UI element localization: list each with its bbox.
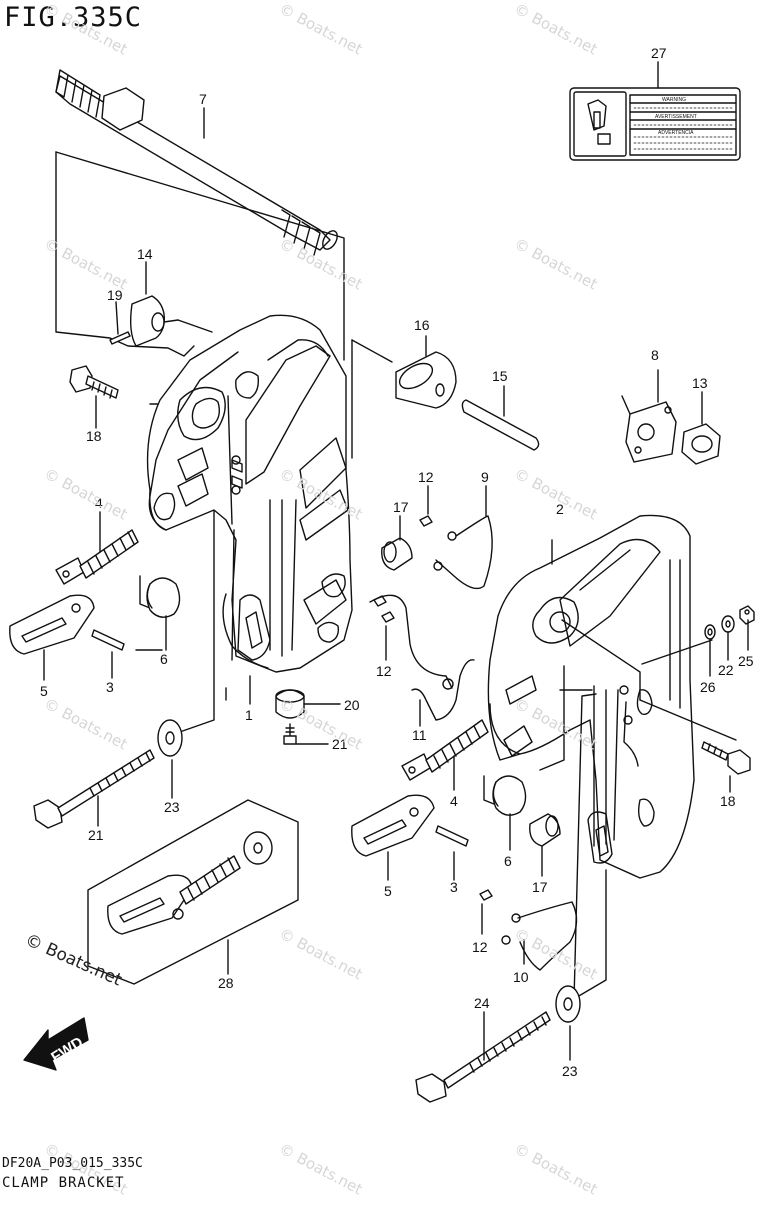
clamp-handle-5-left bbox=[9, 594, 125, 681]
bushing-16-pin-15 bbox=[395, 335, 540, 451]
figure-title: FIG.335C bbox=[4, 2, 143, 33]
rubber-20-bolt-21 bbox=[275, 689, 341, 745]
tilt-tube bbox=[55, 69, 338, 256]
callout-26: 26 bbox=[700, 679, 716, 695]
kit-28 bbox=[87, 799, 299, 985]
callout-20: 20 bbox=[344, 697, 360, 713]
screw-12-wire-9-collar-17 bbox=[369, 485, 493, 690]
callout-21-small: 21 bbox=[332, 736, 348, 752]
screw-12-wire-10 bbox=[479, 889, 578, 971]
callout-22: 22 bbox=[718, 662, 734, 678]
pad-6-left bbox=[146, 577, 181, 651]
callout-9: 9 bbox=[481, 469, 489, 485]
callout-8: 8 bbox=[651, 347, 659, 363]
plate-8-nut-13 bbox=[621, 369, 721, 465]
callout-12-mid: 12 bbox=[376, 663, 392, 679]
callout-2: 2 bbox=[556, 501, 564, 517]
callout-1: 1 bbox=[245, 707, 253, 723]
callout-11: 11 bbox=[412, 727, 427, 743]
wire-11 bbox=[411, 659, 475, 727]
warning-label: WARNING AVERTISSEMENT ADVERTENCIA bbox=[569, 87, 741, 161]
warning-line-3: ADVERTENCIA bbox=[658, 130, 694, 136]
clamp-bracket-right bbox=[487, 514, 695, 879]
callout-10: 10 bbox=[513, 969, 529, 985]
callout-5-right: 5 bbox=[384, 883, 392, 899]
callout-12-top: 12 bbox=[418, 469, 434, 485]
callout-18-right: 18 bbox=[720, 793, 736, 809]
callout-6-right: 6 bbox=[504, 853, 512, 869]
figure-name: CLAMP BRACKET bbox=[2, 1175, 125, 1191]
callout-17-bottom: 17 bbox=[532, 879, 548, 895]
callout-14: 14 bbox=[137, 246, 153, 262]
warning-line-2: AVERTISSEMENT bbox=[655, 114, 697, 120]
bushing-14-pin-19 bbox=[109, 261, 179, 347]
bolt-18-right bbox=[701, 741, 751, 793]
callout-19: 19 bbox=[107, 287, 123, 303]
callout-24: 24 bbox=[474, 995, 490, 1011]
callout-23-right: 23 bbox=[562, 1063, 578, 1079]
assembly-guide-lines-right bbox=[539, 539, 737, 1001]
bolt-24-washer-23-right bbox=[415, 985, 581, 1103]
clamp-bracket-left bbox=[146, 314, 353, 705]
washer-23-bolt-21-left bbox=[33, 719, 183, 829]
figure-code: DF20A_P03_015_335C bbox=[2, 1156, 143, 1171]
callout-3-right: 3 bbox=[450, 879, 458, 895]
callout-27: 27 bbox=[651, 45, 667, 61]
callout-16: 16 bbox=[414, 317, 430, 333]
collar-17-right bbox=[529, 813, 561, 877]
washers-22-25-26 bbox=[704, 605, 755, 677]
bolt-18-left bbox=[69, 365, 119, 429]
clamp-screw-4-left bbox=[55, 511, 139, 585]
callout-23-left: 23 bbox=[164, 799, 180, 815]
callout-15: 15 bbox=[492, 368, 508, 384]
callout-21-long: 21 bbox=[88, 827, 104, 843]
callout-numbers: 27 7 14 19 16 8 15 13 18 12 9 4 2 17 6 2… bbox=[40, 45, 754, 1079]
callout-28: 28 bbox=[218, 975, 234, 991]
warning-line-1: WARNING bbox=[662, 97, 686, 103]
callout-12-bottom: 12 bbox=[472, 939, 488, 955]
fwd-direction-arrow: FWD bbox=[23, 1017, 89, 1071]
callout-18-left: 18 bbox=[86, 428, 102, 444]
callout-13: 13 bbox=[692, 375, 708, 391]
clamp-handle-5-right bbox=[351, 794, 469, 881]
callout-5-left: 5 bbox=[40, 683, 48, 699]
callout-7: 7 bbox=[199, 91, 207, 107]
pad-6-right bbox=[483, 775, 527, 851]
callout-25: 25 bbox=[738, 653, 754, 669]
callout-6-left: 6 bbox=[160, 651, 168, 667]
callout-4-right: 4 bbox=[450, 793, 458, 809]
assembly-guide-lines bbox=[55, 151, 393, 735]
clamp-screw-4-right bbox=[401, 719, 489, 791]
callout-3-left: 3 bbox=[106, 679, 114, 695]
callout-4-left: 4 bbox=[95, 495, 103, 511]
callout-17-top: 17 bbox=[393, 499, 409, 515]
